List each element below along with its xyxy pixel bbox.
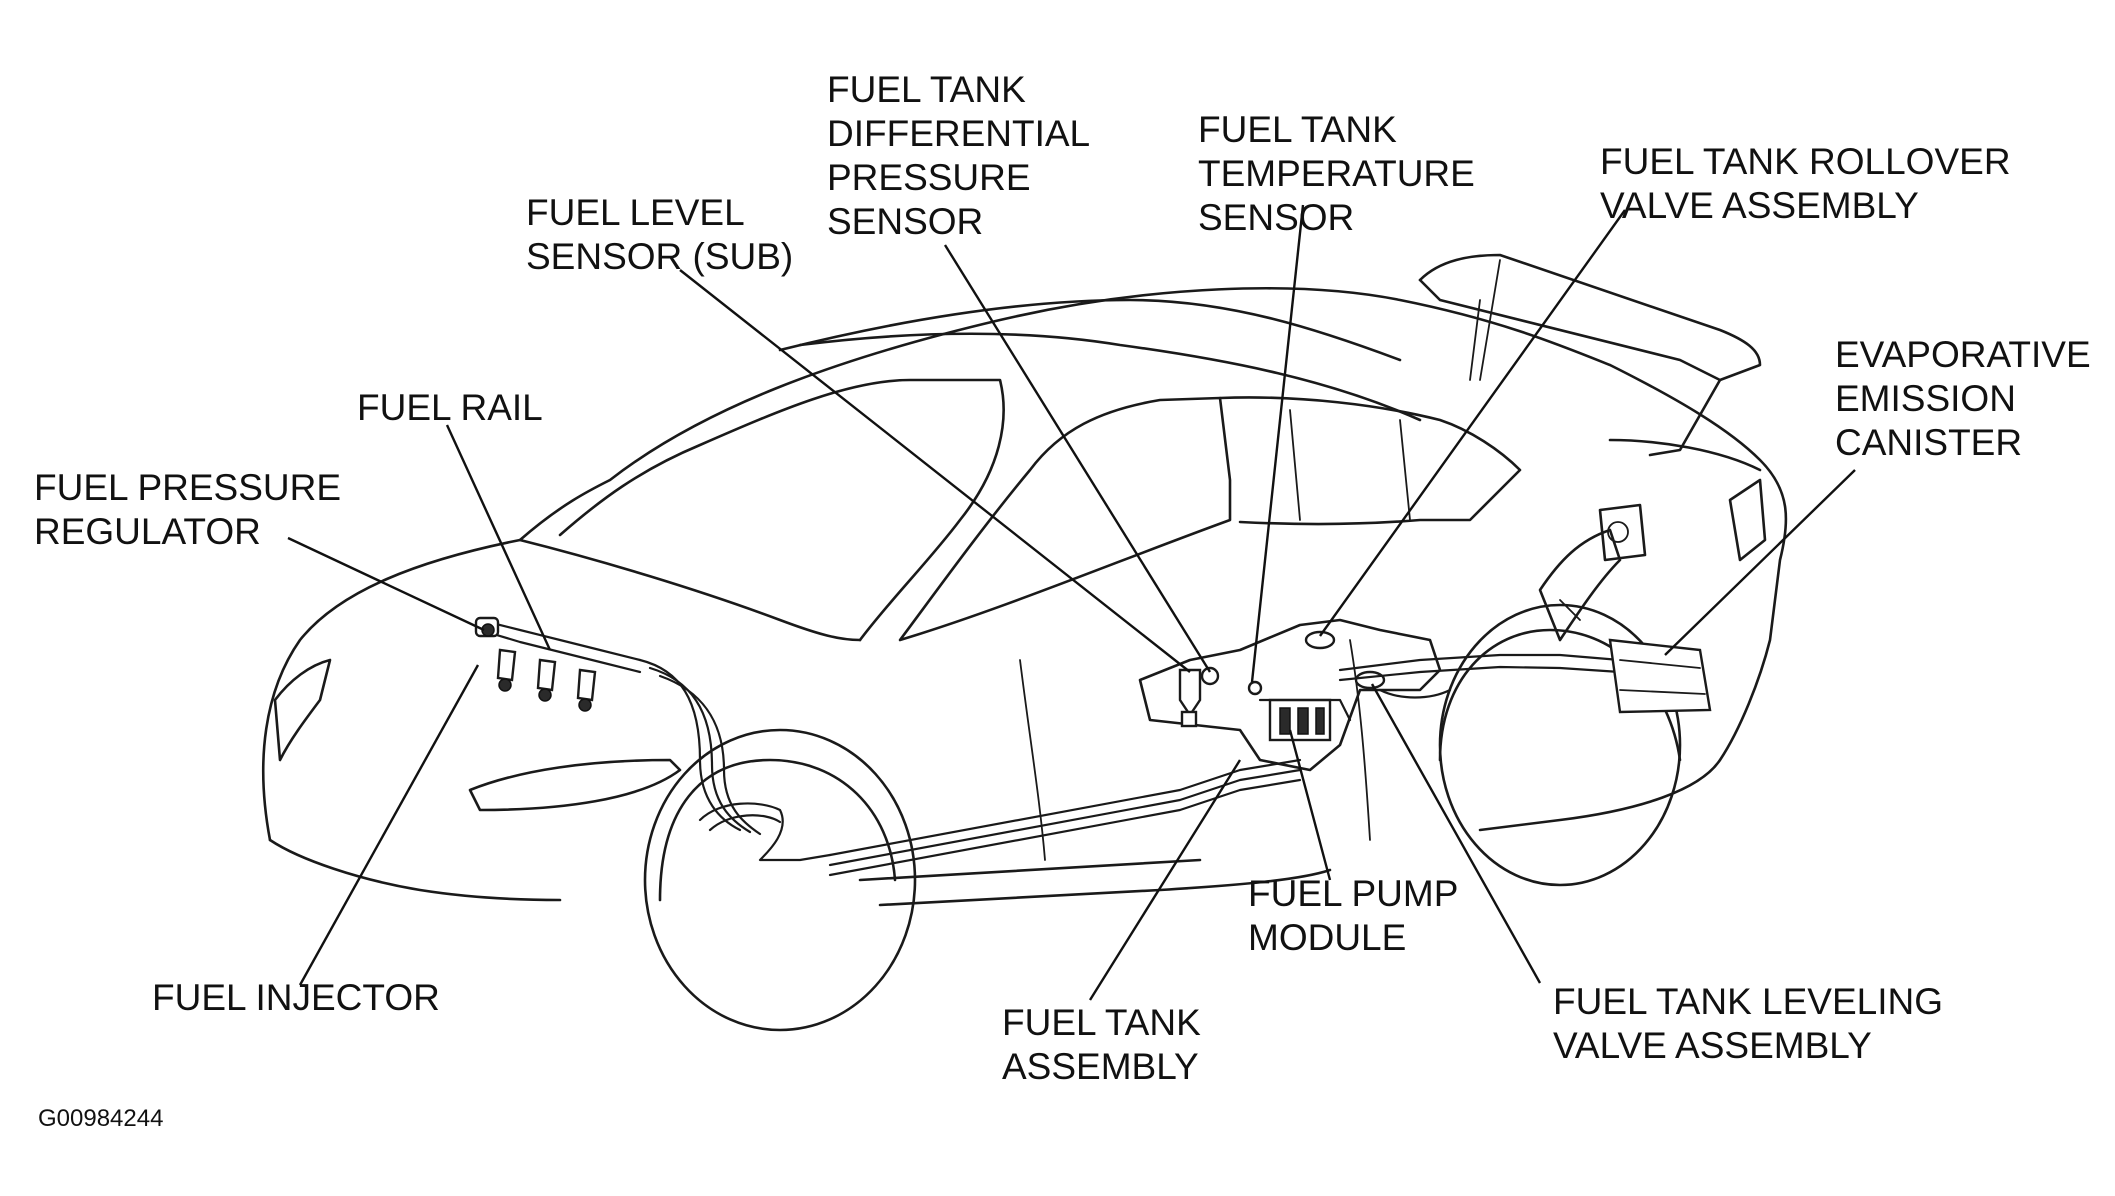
fuel-injectors — [496, 648, 597, 712]
label-evaporative-emission-canister: EVAPORATIVE EMISSION CANISTER — [1835, 334, 2101, 463]
leader-fuel-pressure-regulator — [287, 536, 485, 632]
leader-fuel-pump-module — [1288, 729, 1332, 881]
leader-fuel-tank-rollover-valve — [1319, 209, 1626, 637]
label-fuel-tank-leveling-valve-assembly: FUEL TANK LEVELING VALVE ASSEMBLY — [1553, 981, 1953, 1066]
leader-fuel-tank-temperature-sensor — [1250, 204, 1305, 683]
component-labels: FUEL TANK DIFFERENTIAL PRESSURE SENSOR F… — [34, 69, 2101, 1132]
leader-evaporative-emission-canister — [1664, 469, 1856, 656]
label-fuel-tank-temperature-sensor: FUEL TANK TEMPERATURE SENSOR — [1198, 109, 1485, 238]
label-fuel-pressure-regulator: FUEL PRESSURE REGULATOR — [34, 467, 351, 552]
leader-fuel-injector — [298, 664, 480, 986]
label-fuel-tank-assembly: FUEL TANK ASSEMBLY — [1002, 1002, 1211, 1087]
leader-fuel-tank-differential-pressure-sensor — [943, 244, 1212, 673]
front-wheel — [643, 728, 917, 1032]
leader-fuel-tank-assembly — [1088, 759, 1242, 1001]
figure-code: G00984244 — [38, 1105, 163, 1132]
leader-fuel-level-sensor — [679, 269, 1191, 673]
leader-fuel-rail — [445, 424, 552, 651]
car-body — [262, 253, 1788, 907]
label-fuel-rail: FUEL RAIL — [357, 387, 543, 428]
label-fuel-level-sensor-sub: FUEL LEVEL SENSOR (SUB) — [526, 192, 793, 277]
leader-lines — [287, 204, 1856, 1001]
leader-fuel-tank-leveling-valve — [1370, 683, 1542, 984]
label-fuel-pump-module: FUEL PUMP MODULE — [1248, 873, 1468, 958]
label-fuel-injector: FUEL INJECTOR — [152, 977, 440, 1018]
label-fuel-tank-rollover-valve-assembly: FUEL TANK ROLLOVER VALVE ASSEMBLY — [1600, 141, 2021, 226]
engine-fuel-components — [474, 616, 1302, 877]
label-fuel-tank-differential-pressure-sensor: FUEL TANK DIFFERENTIAL PRESSURE SENSOR — [827, 69, 1099, 242]
fuel-tank-components — [1138, 528, 1712, 772]
